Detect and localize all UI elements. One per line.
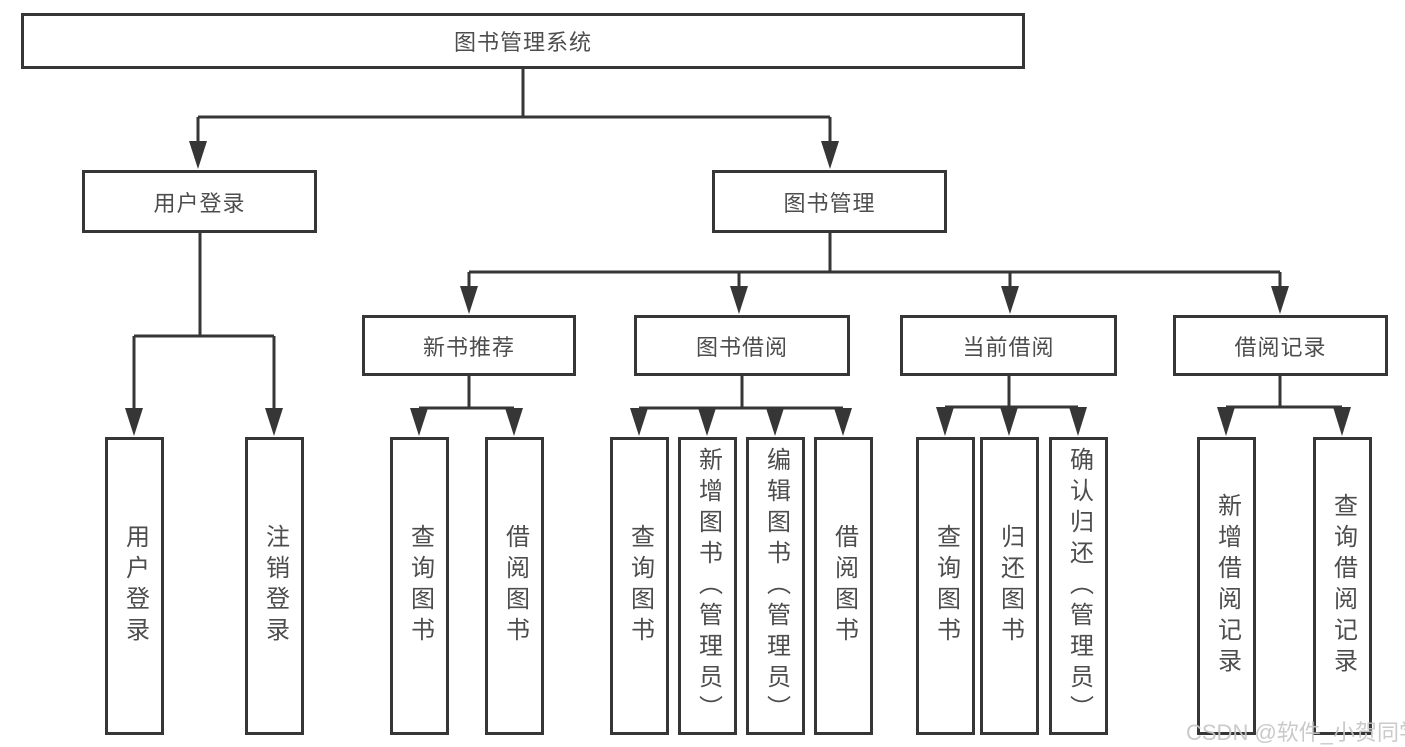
node-new-book-recommend: 新书推荐 [362,315,576,376]
node-library-management-system: 图书管理系统 [21,13,1025,69]
leaf-borrow-book-recommend: 借阅图书 [485,437,544,735]
leaf-confirm-return-admin: 确认归还（管理员） [1049,437,1108,735]
node-current-borrowing: 当前借阅 [900,315,1117,376]
leaf-query-book-borrowing: 查询图书 [610,437,669,735]
leaf-borrow-book-borrowing: 借阅图书 [814,437,873,735]
leaf-add-borrow-record: 新增借阅记录 [1197,437,1256,735]
csdn-watermark: CSDN @软件_小贺同学 [1186,720,1405,745]
leaf-logout: 注销登录 [245,437,304,735]
node-borrowing-records: 借阅记录 [1173,315,1388,376]
leaf-edit-book-admin: 编辑图书（管理员） [746,437,805,735]
arrow-heads [125,141,1351,436]
node-book-borrowing: 图书借阅 [634,315,850,376]
leaf-query-borrow-record: 查询借阅记录 [1313,437,1372,735]
leaf-query-book-current: 查询图书 [916,437,975,735]
node-user-login: 用户登录 [82,170,317,233]
leaf-add-book-admin: 新增图书（管理员） [678,437,737,735]
node-book-management: 图书管理 [712,170,947,233]
leaf-return-book: 归还图书 [980,437,1039,735]
leaf-user-login: 用户登录 [105,437,164,735]
leaf-query-book-recommend: 查询图书 [390,437,449,735]
